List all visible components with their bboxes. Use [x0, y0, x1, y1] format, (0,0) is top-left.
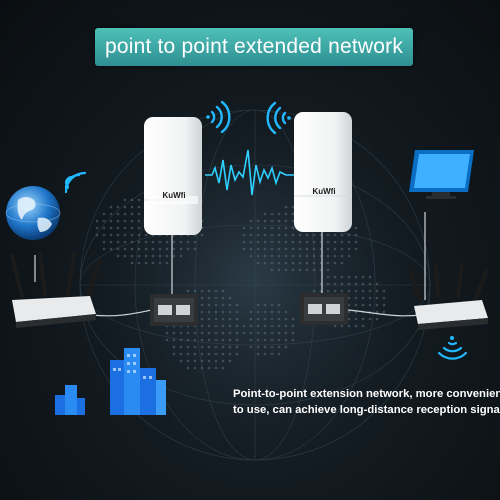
right-cpe-brand-label: KuWfi [312, 187, 336, 196]
poe-adapter-icon [300, 293, 348, 325]
router-icon [408, 263, 488, 330]
right-outdoor-cpe [294, 112, 352, 232]
wifi-signal-icon [64, 171, 87, 194]
monitor-icon [409, 150, 474, 199]
title-banner: point to point extended network [95, 28, 413, 66]
left-cpe-brand-label: KuWfi [162, 191, 186, 200]
signal-wave [205, 149, 294, 196]
wifi-signal-icon [206, 100, 291, 135]
feature-caption: Point-to-point extension network, more c… [233, 386, 500, 418]
caption-line-1: Point-to-point extension network, more c… [233, 388, 500, 400]
globe-icon [5, 186, 61, 240]
left-outdoor-cpe [144, 117, 202, 235]
building-icon [110, 348, 166, 415]
ethernet-cables [34, 212, 426, 317]
router-icon [10, 252, 102, 328]
poe-adapter-icon [150, 294, 198, 326]
wifi-signal-icon [437, 336, 468, 360]
caption-line-2: to use, can achieve long-distance recept… [233, 404, 500, 416]
building-icon [55, 385, 85, 415]
